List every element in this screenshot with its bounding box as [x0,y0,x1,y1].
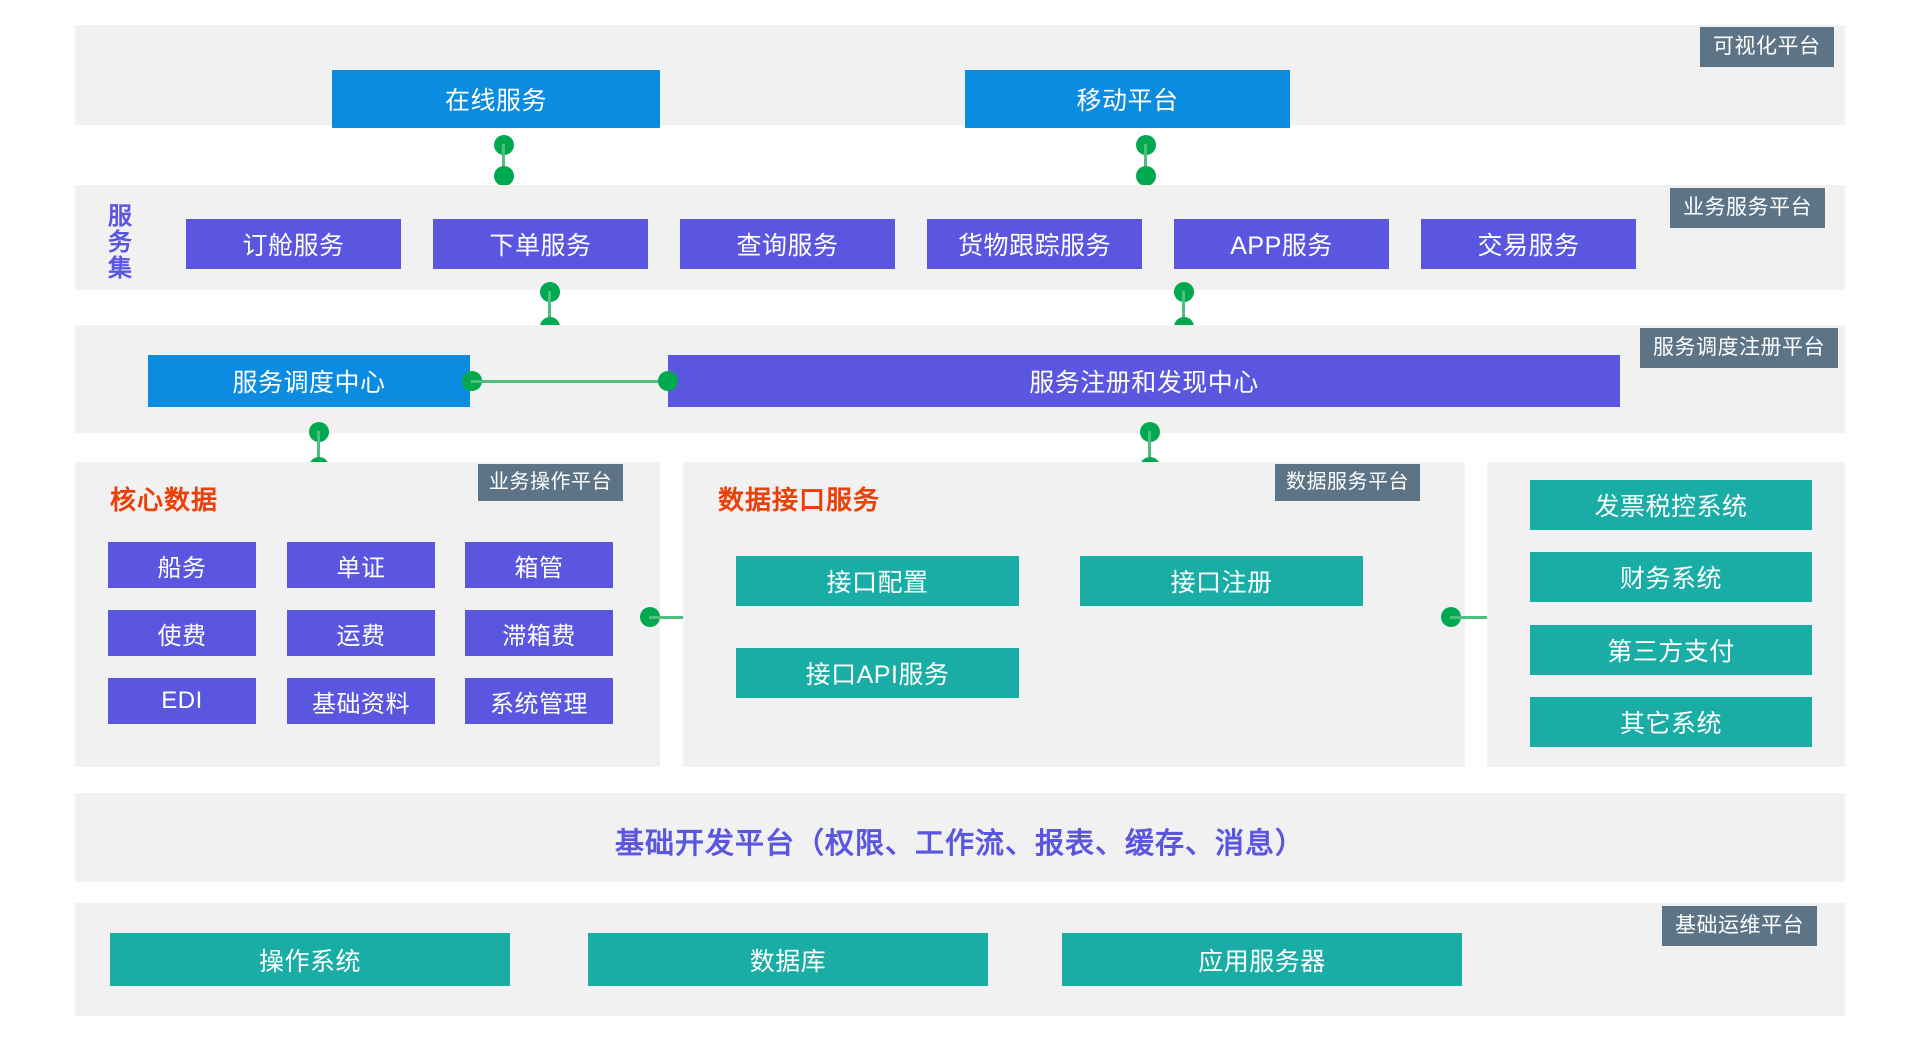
node-order-service[interactable]: 下单服务 [433,219,648,269]
section-title-core-data: 核心数据 [110,485,219,515]
node-database[interactable]: 数据库 [588,933,988,986]
node-interface-config[interactable]: 接口配置 [736,556,1019,606]
connector-line [1182,291,1185,323]
node-interface-registration[interactable]: 接口注册 [1080,556,1363,606]
node-application-server[interactable]: 应用服务器 [1062,933,1462,986]
node-service-registry-discovery-center[interactable]: 服务注册和发现中心 [668,355,1620,407]
node-query-service[interactable]: 查询服务 [680,219,895,269]
node-interface-api-service[interactable]: 接口API服务 [736,648,1019,698]
connector-line [649,616,687,619]
panel-data-service-platform [683,462,1465,767]
connector-dot [494,166,514,186]
node-basic-data[interactable]: 基础资料 [287,678,435,724]
connector-line [317,431,320,463]
node-documents[interactable]: 单证 [287,542,435,588]
platform-tag-data-service: 数据服务平台 [1275,464,1420,501]
node-shipping-affairs[interactable]: 船务 [108,542,256,588]
service-set-char-1: 服 [108,203,132,230]
platform-tag-business-operation: 业务操作平台 [478,464,623,501]
connector-line [1148,431,1151,463]
node-online-service[interactable]: 在线服务 [332,70,660,128]
band-base-dev-platform [75,793,1845,882]
connector-line [1450,616,1488,619]
node-demurrage-fee[interactable]: 滞箱费 [465,610,613,656]
platform-tag-base-ops: 基础运维平台 [1662,906,1817,946]
service-set-side-label: 服 务 集 [105,204,135,282]
node-mobile-platform[interactable]: 移动平台 [965,70,1290,128]
connector-line [502,144,505,172]
connector-dot [1136,166,1156,186]
connector-line [548,291,551,323]
node-third-party-payment[interactable]: 第三方支付 [1530,625,1812,675]
platform-tag-service-registry: 服务调度注册平台 [1640,328,1838,368]
connector-line [471,380,667,383]
service-set-char-2: 务 [108,228,132,256]
node-service-dispatch-center[interactable]: 服务调度中心 [148,355,470,407]
node-invoice-tax-system[interactable]: 发票税控系统 [1530,480,1812,530]
node-container-management[interactable]: 箱管 [465,542,613,588]
node-booking-service[interactable]: 订舱服务 [186,219,401,269]
platform-tag-visualization: 可视化平台 [1700,27,1834,67]
platform-tag-business-service: 业务服务平台 [1670,188,1825,228]
node-usage-fee[interactable]: 使费 [108,610,256,656]
node-system-management[interactable]: 系统管理 [465,678,613,724]
node-freight-fee[interactable]: 运费 [287,610,435,656]
service-set-char-3: 集 [108,254,132,282]
node-other-systems[interactable]: 其它系统 [1530,697,1812,747]
base-dev-platform-label: 基础开发平台（权限、工作流、报表、缓存、消息） [614,828,1305,860]
node-cargo-tracking-service[interactable]: 货物跟踪服务 [927,219,1142,269]
node-finance-system[interactable]: 财务系统 [1530,552,1812,602]
node-operating-system[interactable]: 操作系统 [110,933,510,986]
node-app-service[interactable]: APP服务 [1174,219,1389,269]
node-trade-service[interactable]: 交易服务 [1421,219,1636,269]
connector-line [1144,144,1147,172]
connector-dot [658,371,678,391]
node-edi[interactable]: EDI [108,678,256,724]
section-title-data-interface-service: 数据接口服务 [718,485,881,515]
